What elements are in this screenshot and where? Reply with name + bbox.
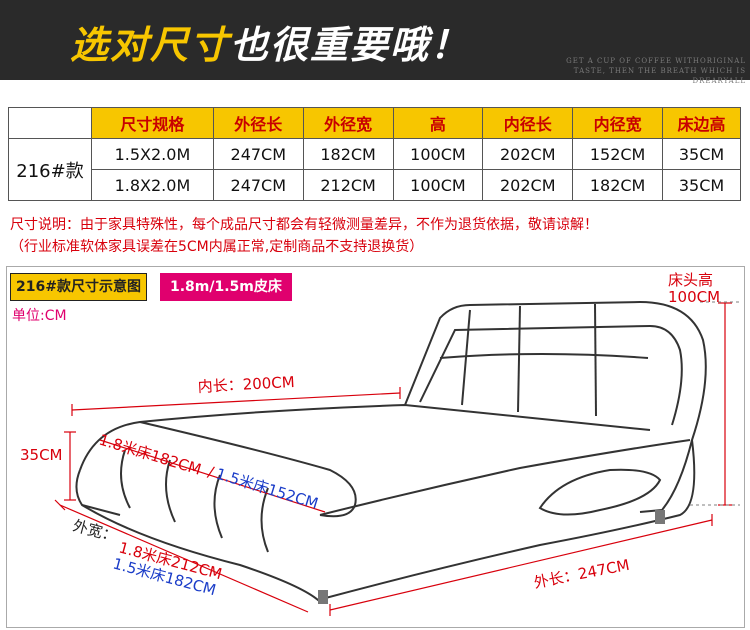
header-side-height: 床边高 [662, 107, 741, 139]
dimension-labels: 床头高 100CM 内长：200CM 35CM 1.8米床182CM / 1.5… [20, 271, 720, 599]
diagram-panel [6, 266, 745, 628]
table-cell: 182CM [302, 138, 394, 170]
side-height-label: 35CM [20, 446, 63, 464]
headboard-height-label: 床头高 [668, 271, 713, 289]
table-header-row: 尺寸规格 外径长 外径宽 高 内径长 内径宽 床边高 [8, 107, 741, 139]
size-note-line1: 尺寸说明：由于家具特殊性，每个成品尺寸都会有轻微测量差异，不作为退货依据，敬请谅… [10, 217, 598, 233]
table-row: 1.8X2.0M 247CM 212CM 100CM 202CM 182CM 3… [9, 169, 741, 201]
banner-title-highlight: 选对尺寸 [70, 23, 231, 67]
dimension-lines [54, 301, 740, 616]
model-cell: 216#款 [8, 138, 92, 201]
headboard-height-value: 100CM [668, 288, 720, 306]
unit-label: 单位:CM [12, 308, 67, 324]
table-cell: 152CM [572, 138, 663, 170]
inner-width-18-label: 1.8米床182CM [97, 431, 204, 479]
table-cell: 100CM [392, 138, 484, 170]
table-cell: 247CM [212, 169, 304, 201]
size-spec-table: 尺寸规格 外径长 外径宽 高 内径长 内径宽 床边高 216#款 1.5X2.0… [8, 107, 741, 201]
diagram-model-tag: 216#款尺寸示意图 [10, 273, 147, 301]
diagram-type-tag: 1.8m/1.5m皮床 [160, 273, 292, 301]
inner-width-15-label: 1.5米床152CM [214, 465, 321, 513]
table-cell: 182CM [572, 169, 663, 201]
header-spec: 尺寸规格 [91, 107, 214, 139]
table-cell: 202CM [482, 169, 574, 201]
header-inner-length: 内径长 [482, 107, 574, 139]
table-cell: 100CM [392, 169, 484, 201]
header-height: 高 [392, 107, 484, 139]
size-note-line2: （行业标准软体家具误差在5CM内属正常,定制商品不支持退换货） [10, 239, 424, 255]
table-cell: 202CM [482, 138, 574, 170]
banner-title-rest: 也很重要哦！ [230, 23, 471, 67]
table-cell: 1.5X2.0M [91, 138, 214, 170]
table-cell: 1.8X2.0M [91, 169, 214, 201]
header-banner: 选对尺寸也很重要哦！ GET A CUP OF COFFEE WITHORIGI… [0, 0, 750, 85]
table-cell: 247CM [212, 138, 304, 170]
inner-length-label: 内长：200CM [197, 373, 295, 396]
bed-illustration [75, 300, 707, 604]
banner-title: 选对尺寸也很重要哦！ [70, 14, 470, 69]
header-inner-width: 内径宽 [572, 107, 663, 139]
banner-subtitle: GET A CUP OF COFFEE WITHORIGINAL TASTE, … [566, 57, 746, 85]
inner-width-separator: / [206, 463, 217, 482]
table-cell: 35CM [662, 169, 741, 201]
outer-length-label: 外长：247CM [532, 556, 631, 592]
